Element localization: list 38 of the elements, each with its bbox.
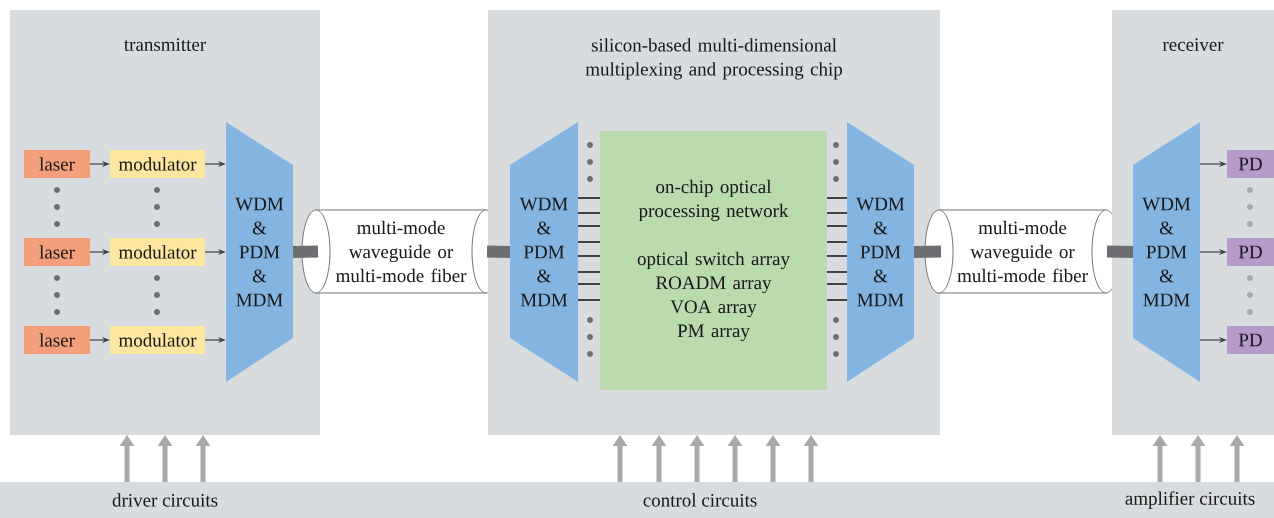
connector-bar bbox=[1106, 245, 1134, 258]
connector-bar bbox=[913, 245, 942, 258]
waveguide-line bbox=[826, 197, 848, 199]
photodetector-box: PD bbox=[1227, 326, 1274, 354]
fiber-cylinder: multi-mode waveguide or multi-mode fiber bbox=[924, 209, 1121, 294]
waveguide-line bbox=[826, 241, 848, 243]
laser-box: laser bbox=[24, 326, 90, 354]
photodetector-box: PD bbox=[1227, 238, 1274, 266]
connector-bar bbox=[486, 245, 511, 258]
waveguide-line bbox=[577, 255, 601, 257]
processing-box: on-chip optical processing network optical switch array ROADM array VOA array PM array bbox=[600, 131, 827, 390]
node-label: multi-mode waveguide or multi-mode fiber bbox=[957, 220, 1088, 283]
waveguide-line bbox=[577, 299, 601, 301]
multiplexer-trapezoid: WDM & PDM & MDM bbox=[847, 122, 914, 382]
waveguide-line bbox=[826, 271, 848, 273]
multiplexer-trapezoid: WDM & PDM & MDM bbox=[226, 122, 293, 382]
waveguide-line bbox=[826, 225, 848, 227]
waveguide-line bbox=[577, 225, 601, 227]
waveguide-line bbox=[577, 241, 601, 243]
waveguide-line bbox=[577, 271, 601, 273]
waveguide-line bbox=[826, 212, 848, 214]
multiplexer-trapezoid: WDM & PDM & MDM bbox=[510, 122, 578, 382]
laser-box: laser bbox=[24, 150, 90, 178]
connector-bar bbox=[292, 245, 319, 258]
waveguide-line bbox=[577, 212, 601, 214]
modulator-box: modulator bbox=[110, 150, 205, 178]
waveguide-line bbox=[826, 283, 848, 285]
waveguide-line bbox=[577, 197, 601, 199]
waveguide-line bbox=[577, 283, 601, 285]
laser-box: laser bbox=[24, 238, 90, 266]
multiplexer-trapezoid: WDM & PDM & MDM bbox=[1133, 122, 1200, 382]
photodetector-box: PD bbox=[1227, 150, 1274, 178]
fiber-cylinder: multi-mode waveguide or multi-mode fiber bbox=[301, 209, 501, 294]
waveguide-line bbox=[826, 299, 848, 301]
waveguide-line bbox=[826, 255, 848, 257]
circuit-band: driver circuits control circuits amplifier circuits bbox=[0, 482, 1274, 518]
modulator-box: modulator bbox=[110, 326, 205, 354]
modulator-box: modulator bbox=[110, 238, 205, 266]
